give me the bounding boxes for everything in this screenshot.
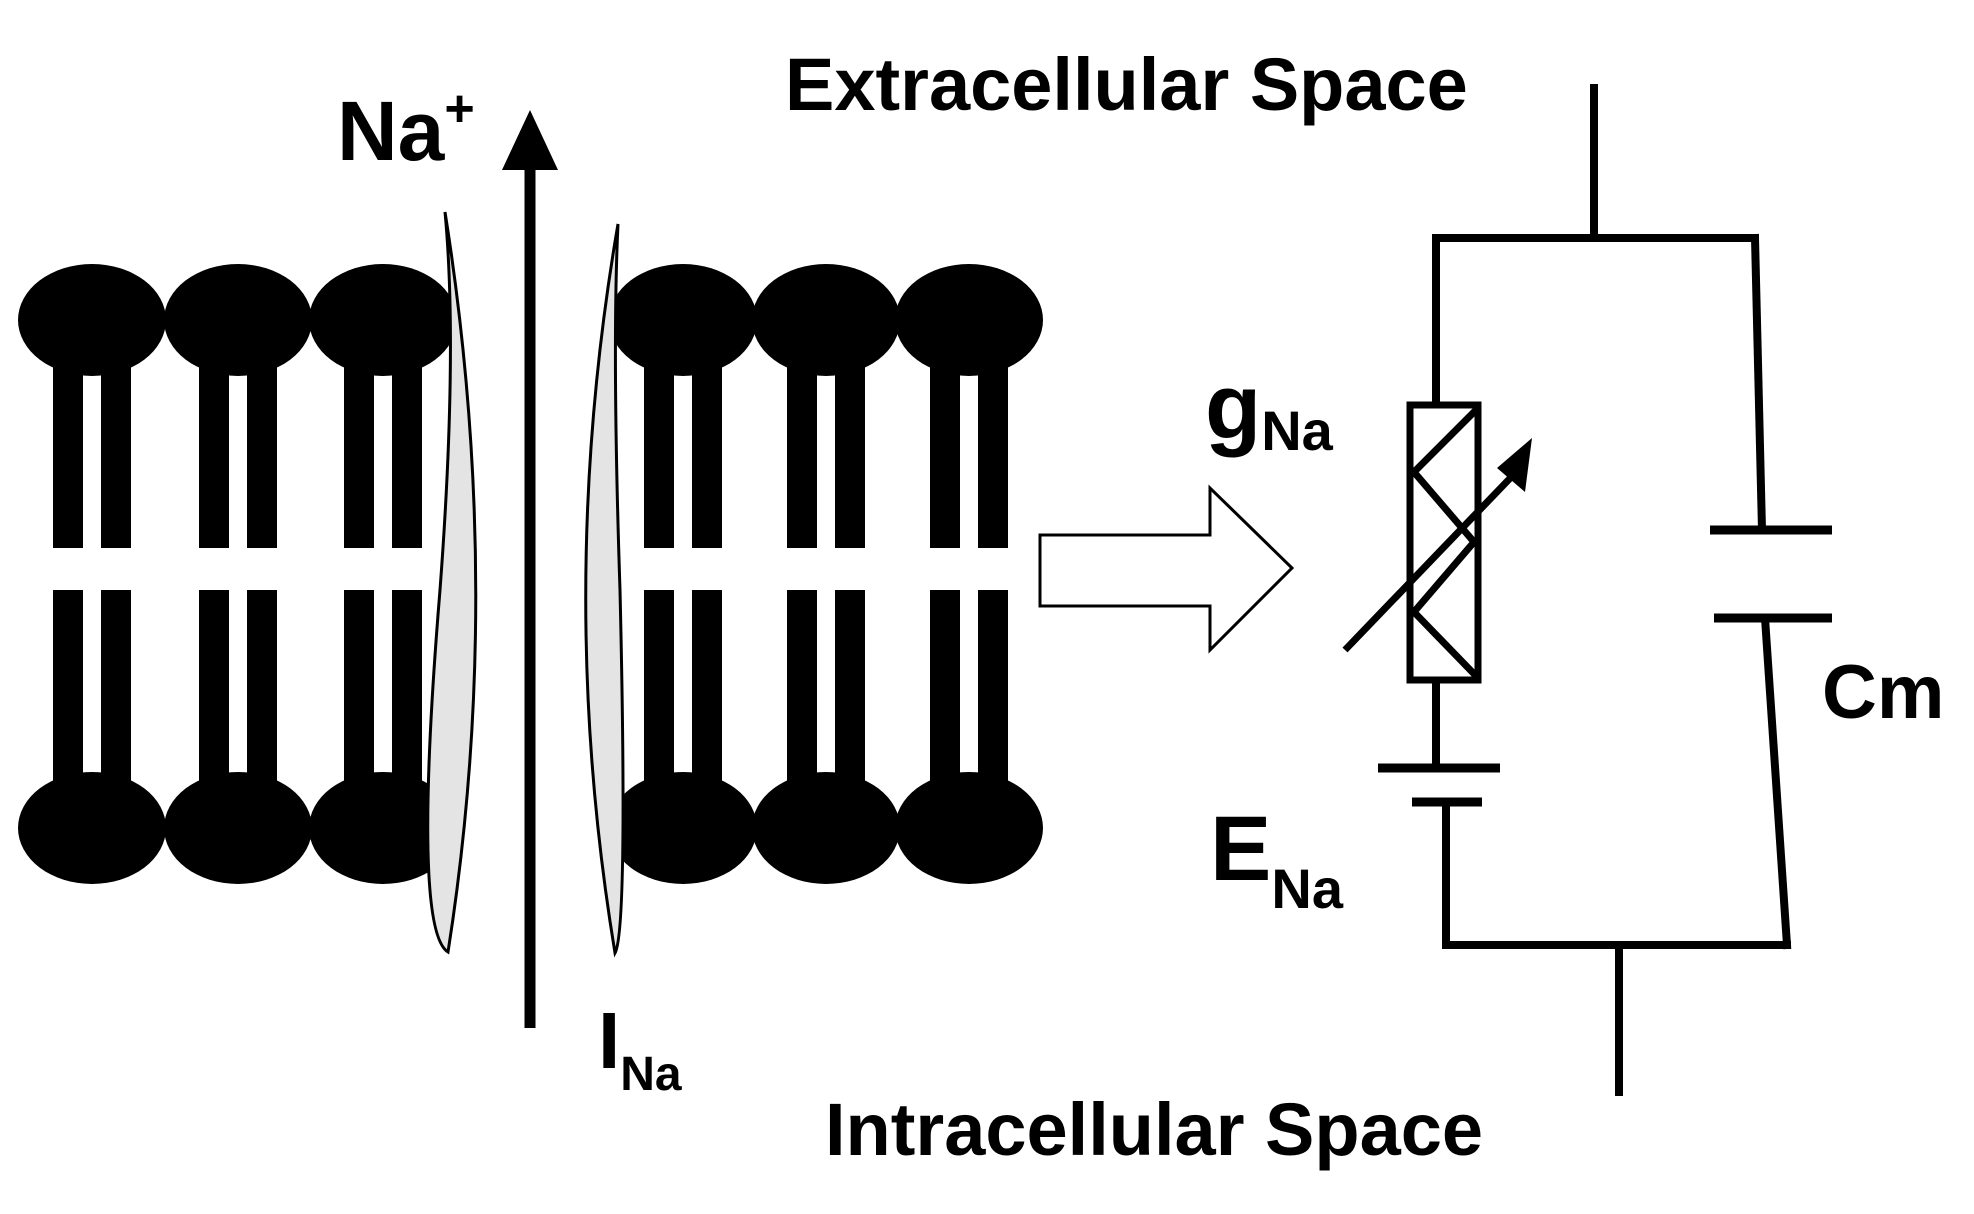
lipid-head-upper: [164, 264, 312, 376]
lipid-head-lower: [18, 772, 166, 884]
lipid-head-upper: [895, 264, 1043, 376]
phospholipid: [164, 264, 312, 884]
phospholipid: [18, 264, 166, 884]
ion-flow-arrow: [502, 110, 558, 1028]
mapping-block-arrow: [1038, 484, 1295, 654]
conductance-label: gNa: [1205, 356, 1334, 462]
extracellular-label: Extracellular Space: [785, 43, 1468, 126]
lipid-head-upper: [752, 264, 900, 376]
ion-label: Na+: [337, 80, 475, 178]
lipid-head-upper: [309, 264, 457, 376]
lipid-head-upper: [609, 264, 757, 376]
channel-protein-left: [426, 211, 478, 955]
phospholipid: [752, 264, 900, 884]
variable-resistor-gna: [1342, 401, 1532, 684]
lipid-head-lower: [609, 772, 757, 884]
battery-ena: [1378, 763, 1500, 807]
channel-protein-right: [584, 223, 625, 958]
current-label: INa: [598, 996, 682, 1101]
phospholipid: [609, 264, 757, 884]
phospholipid: [895, 264, 1043, 884]
capacitor-cm: [1710, 525, 1832, 623]
lipid-head-lower: [164, 772, 312, 884]
equivalent-circuit: [1432, 84, 1792, 1096]
lipid-head-lower: [752, 772, 900, 884]
reversal-potential-label: ENa: [1210, 798, 1344, 920]
intracellular-label: Intracellular Space: [825, 1088, 1483, 1171]
lipid-head-lower: [895, 772, 1043, 884]
lipid-head-lower: [309, 772, 457, 884]
phospholipid: [309, 264, 457, 884]
lipid-bilayer: [18, 264, 1043, 884]
lipid-head-upper: [18, 264, 166, 376]
capacitance-label: Cm: [1822, 650, 1944, 735]
